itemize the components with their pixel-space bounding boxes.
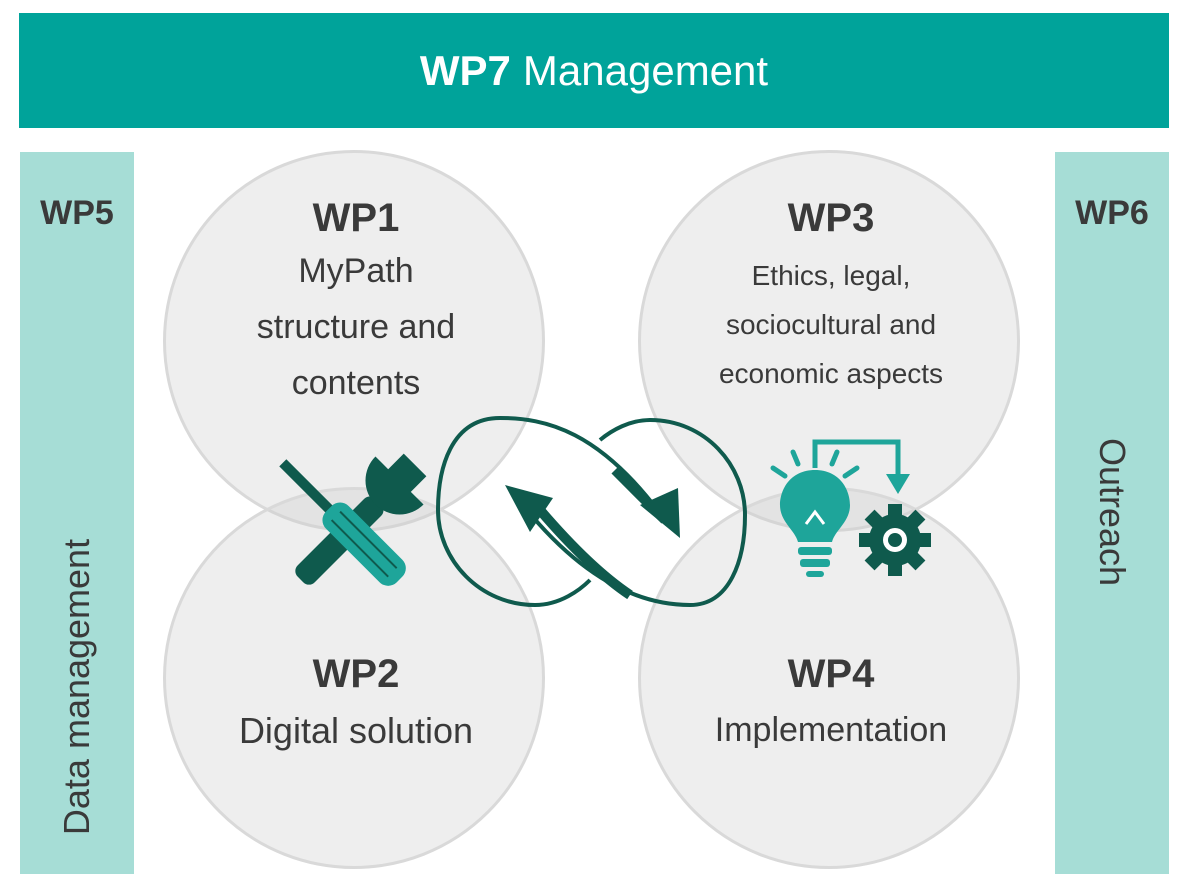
wp1-circle xyxy=(163,150,545,532)
wp2-title: Digital solution xyxy=(238,710,474,751)
wp3-title: Ethics, legal, sociocultural and economi… xyxy=(718,260,944,389)
wp2-text: WP2 Digital solution xyxy=(156,652,556,761)
outreach-bar: WP6 Outreach xyxy=(1055,152,1169,874)
wp4-text: WP4 Implementation xyxy=(631,652,1031,759)
wp5-code: WP5 xyxy=(40,194,114,232)
wp7-title: Management xyxy=(522,46,769,94)
management-bar: WP7 Management xyxy=(19,13,1169,128)
wp7-code: WP7 xyxy=(419,46,511,94)
wp4-title: Implementation xyxy=(714,711,948,749)
cycle-arrows-icon xyxy=(435,415,748,608)
wp1-title: MyPath structure and contents xyxy=(256,252,456,402)
wp4-code: WP4 xyxy=(787,652,875,696)
wp1-text: WP1 MyPath structure and contents xyxy=(156,196,556,411)
wrench-screwdriver-icon xyxy=(279,453,427,586)
wp6-code: WP6 xyxy=(1075,194,1149,232)
wp2-code: WP2 xyxy=(312,652,400,696)
lightbulb-gear-icon xyxy=(770,439,931,577)
wp3-text: WP3 Ethics, legal, sociocultural and eco… xyxy=(631,196,1031,398)
wp3-code: WP3 xyxy=(787,196,875,240)
wp1-code: WP1 xyxy=(312,196,400,240)
data-management-bar: WP5 Data management xyxy=(20,152,134,874)
